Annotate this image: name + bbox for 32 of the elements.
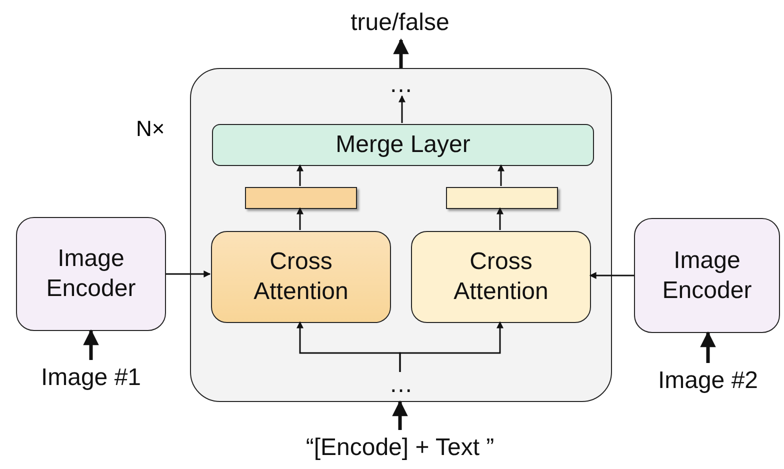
arrow	[83, 329, 99, 360]
box-label: Image Encoder	[661, 246, 753, 306]
label-text: …	[381, 73, 421, 97]
cross-attention-box	[411, 231, 591, 323]
repeat-label: N×	[136, 116, 165, 142]
label-text: Image #2	[638, 363, 778, 399]
arrow	[496, 207, 504, 230]
arrow	[166, 270, 211, 278]
arrow	[393, 38, 409, 68]
arrow	[399, 321, 504, 372]
encoder-box	[16, 217, 166, 331]
feature-bar	[245, 187, 357, 209]
label-text: Image #1	[21, 360, 161, 396]
merge-layer-box	[212, 124, 594, 166]
encoder-box	[634, 218, 780, 333]
arrow	[296, 164, 304, 186]
cross-attention-box	[211, 231, 391, 323]
arrow	[392, 400, 408, 430]
arrow	[296, 207, 304, 230]
box-label: Image Encoder	[45, 244, 137, 304]
module-panel	[190, 68, 612, 402]
arrow	[398, 95, 406, 123]
box-label: Merge Layer	[336, 130, 470, 160]
arrow	[700, 331, 716, 363]
label-text: …	[381, 373, 421, 397]
label-text: “[Encode] + Text ”	[270, 430, 530, 466]
arrow	[498, 164, 504, 186]
feature-bar	[446, 187, 558, 209]
label-text: true/false	[330, 6, 470, 40]
box-label: Cross Attention	[452, 247, 550, 307]
arrow	[589, 272, 634, 279]
box-label: Cross Attention	[252, 247, 350, 307]
